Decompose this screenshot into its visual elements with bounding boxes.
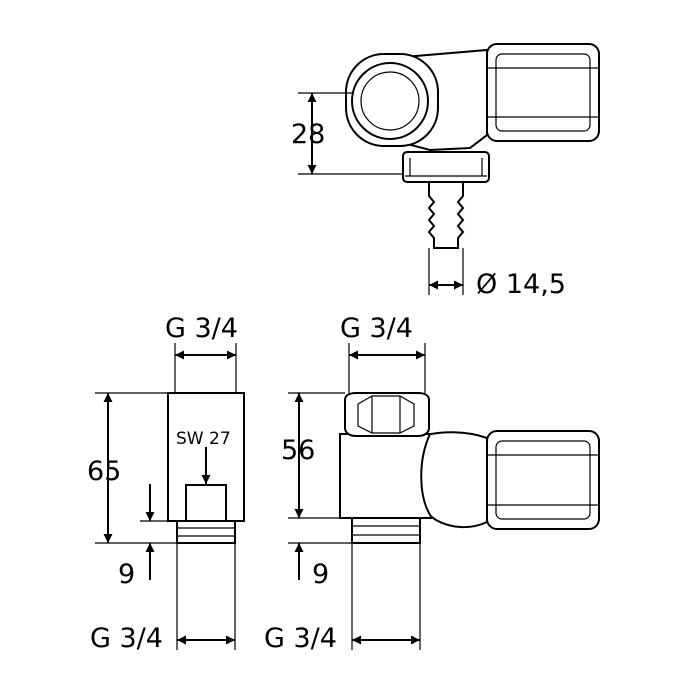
right-handle-cap	[486, 430, 600, 530]
left-thread-length-dimension: 9	[118, 484, 177, 590]
right-height-dimension: 56	[281, 392, 352, 519]
left-hex-socket	[185, 484, 227, 522]
left-top-thread-dimension: G 3/4	[165, 313, 238, 393]
left-bottom-thread-label: G 3/4	[90, 623, 163, 654]
left-wrench-size-label: SW 27	[176, 429, 231, 449]
right-view-valve	[339, 392, 600, 544]
top-connector-bore	[360, 71, 420, 131]
top-nut	[402, 151, 490, 183]
top-height-dimension: 28	[291, 92, 403, 175]
right-hex-nut	[344, 392, 430, 437]
left-height-dimension: 65	[87, 392, 177, 544]
right-top-thread-label: G 3/4	[340, 313, 413, 344]
right-handle-inner	[495, 440, 591, 520]
right-thread-length-label: 9	[312, 559, 329, 590]
left-bottom-thread	[176, 520, 236, 544]
top-diameter-dimension: Ø 14,5	[428, 248, 566, 300]
top-handle-inner	[495, 53, 591, 132]
left-top-thread-label: G 3/4	[165, 313, 238, 344]
left-height-label: 65	[87, 456, 121, 487]
top-handle-cap	[486, 43, 600, 142]
top-connector-ring	[351, 62, 429, 140]
left-view-adapter: SW 27	[167, 392, 245, 544]
left-bottom-thread-dimension: G 3/4	[90, 543, 236, 654]
left-thread-length-label: 9	[118, 559, 135, 590]
top-view-valve	[345, 43, 600, 249]
right-bottom-thread-dimension: G 3/4	[264, 543, 421, 654]
top-diameter-label: Ø 14,5	[476, 269, 566, 300]
right-thread-length-dimension: 9	[288, 542, 352, 590]
right-main-body	[339, 433, 434, 519]
right-top-thread-dimension: G 3/4	[340, 313, 426, 393]
top-hose-barb	[427, 181, 465, 249]
right-bottom-thread-label: G 3/4	[264, 623, 337, 654]
top-height-label: 28	[291, 119, 325, 150]
right-bottom-thread	[351, 517, 421, 544]
right-height-label: 56	[281, 435, 315, 466]
